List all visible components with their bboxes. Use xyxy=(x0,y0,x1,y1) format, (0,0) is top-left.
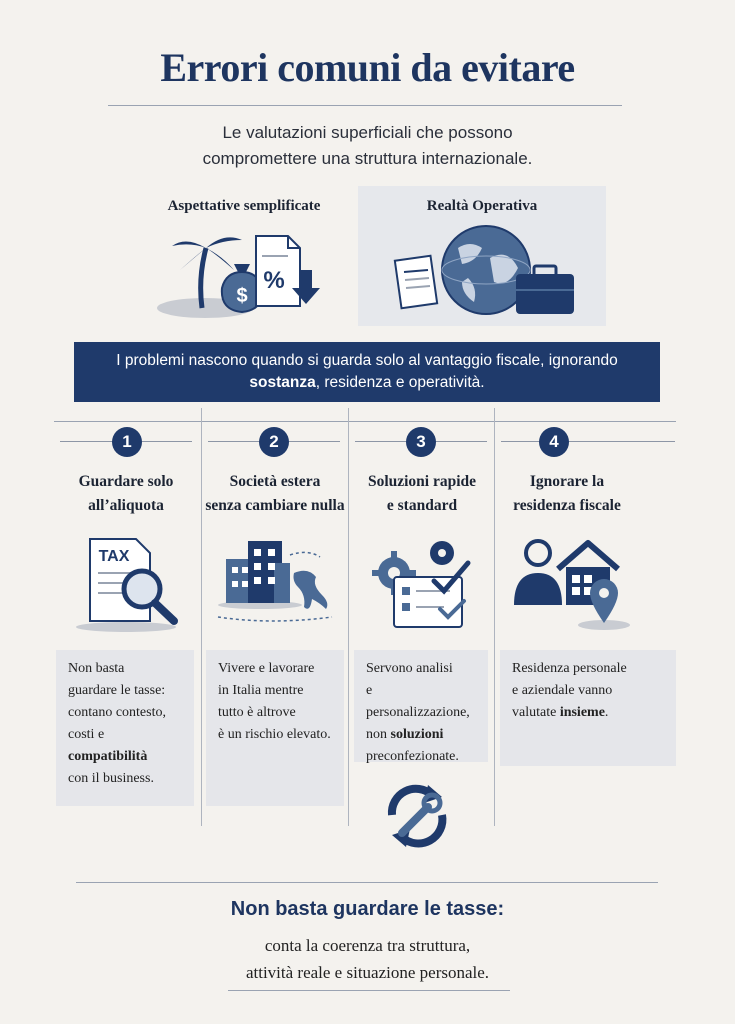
step-4-title: Ignorare la residenza fiscale xyxy=(498,470,636,518)
step-2-title-line-1: Società estera xyxy=(229,473,321,490)
step-1-desc-bold: compatibilità xyxy=(68,749,148,764)
step-2-desc-line: in Italia mentre xyxy=(218,683,304,698)
location-pin-icon xyxy=(590,579,618,623)
buildings-italy-map-icon xyxy=(217,541,333,622)
step-1-title-line-2: all’aliquota xyxy=(88,497,164,514)
step-4-badge: 4 xyxy=(539,427,569,457)
step-4-line xyxy=(501,441,675,442)
tax-label: TAX xyxy=(99,548,130,565)
money-symbol: $ xyxy=(236,285,247,307)
gear-icon xyxy=(430,541,454,565)
step-3-desc-end: preconfezionate. xyxy=(366,749,459,764)
column-divider-2 xyxy=(348,408,349,826)
step-3-desc-line: e personalizzazione, xyxy=(366,683,470,720)
step-4-desc-line: Residenza personale xyxy=(512,661,627,676)
banner-line-2-rest: , residenza e operatività. xyxy=(315,374,485,391)
title-divider xyxy=(108,105,622,106)
arrow-down-icon xyxy=(292,270,320,304)
footer-divider xyxy=(76,882,658,883)
footer-title: Non basta guardare le tasse: xyxy=(230,898,505,920)
person-house-location-icon xyxy=(514,539,630,630)
step-2-badge: 2 xyxy=(259,427,289,457)
reality-panel: Realtà Operativa xyxy=(358,186,606,326)
percent-symbol: % xyxy=(263,267,284,294)
step-3-title-line-1: Soluzioni rapide xyxy=(367,473,477,490)
step-3-desc-line: Servono analisi xyxy=(366,661,453,676)
subtitle-line-2: compromettere una struttura internaziona… xyxy=(202,149,533,168)
step-1-desc-line: Non basta xyxy=(68,661,125,676)
person-icon xyxy=(514,539,562,605)
step-2-title: Società estera senza cambiare nulla xyxy=(204,470,346,518)
step-3-desc-prefix: non xyxy=(366,727,391,742)
gears-checklist-icon xyxy=(372,541,471,628)
step-1-desc-line: costi e xyxy=(68,727,105,742)
step-4-title-line-1: Ignorare la xyxy=(529,473,605,490)
footer-line-2: attività reale e situazione personale. xyxy=(245,963,490,982)
step-1-badge: 1 xyxy=(112,427,142,457)
expectations-panel: Aspettative semplificate $ % xyxy=(150,186,338,326)
expectations-title: Aspettative semplificate xyxy=(167,198,321,214)
page-title: Errori comuni da evitare xyxy=(160,45,575,90)
footer-line-1: conta la coerenza tra struttura, xyxy=(264,936,471,955)
reality-title: Realtà Operativa xyxy=(426,198,538,214)
cycle-wrench-icon xyxy=(387,784,447,848)
step-3-title: Soluzioni rapide e standard xyxy=(352,470,492,518)
steps-top-divider xyxy=(54,421,676,422)
step-4-desc-line: e aziendale vanno xyxy=(512,683,613,698)
globe-icon xyxy=(441,225,531,315)
step-2-desc-line: è un rischio elevato. xyxy=(218,727,331,742)
step-4-desc-end: . xyxy=(604,705,609,720)
column-divider-1 xyxy=(201,408,202,826)
step-3-description: Servono analisi e personalizzazione, non… xyxy=(354,650,488,764)
footer-underline xyxy=(228,990,510,991)
tax-magnifier-icon: TAX xyxy=(76,538,178,632)
footer-text: conta la coerenza tra struttura, attivit… xyxy=(0,932,735,986)
step-3-badge: 3 xyxy=(406,427,436,457)
beach-tax-illustration: $ % xyxy=(157,235,320,318)
briefcase-icon xyxy=(516,264,574,314)
step-4-desc-bold: insieme xyxy=(559,705,605,720)
step-2-desc-line: Vivere e lavorare xyxy=(218,661,315,676)
step-1-desc-line: guardare le tasse: xyxy=(68,683,166,698)
step-1-title: Guardare solo all’aliquota xyxy=(56,470,196,518)
globe-business-illustration xyxy=(393,225,574,315)
step-1-title-line-1: Guardare solo xyxy=(78,473,174,490)
banner-line-2: sostanza, residenza e operatività. xyxy=(74,372,660,394)
column-divider-3 xyxy=(494,408,495,826)
key-message-banner: I problemi nascono quando si guarda solo… xyxy=(74,342,660,402)
step-2-desc-line: tutto è altrove xyxy=(218,705,296,720)
step-3-desc-bold: soluzioni xyxy=(390,727,444,742)
step-4-desc-prefix: valutate xyxy=(512,705,560,720)
step-1-desc-end: con il business. xyxy=(68,771,154,786)
page-subtitle: Le valutazioni superficiali che possono … xyxy=(120,120,615,172)
step-1-description: Non basta guardare le tasse: contano con… xyxy=(56,650,194,806)
banner-line-1: I problemi nascono quando si guarda solo… xyxy=(116,352,618,369)
step-2-description: Vivere e lavorare in Italia mentre tutto… xyxy=(206,650,344,806)
step-3-title-line-2: e standard xyxy=(386,497,458,514)
tax-document-icon: % xyxy=(255,235,301,307)
subtitle-line-1: Le valutazioni superficiali che possono xyxy=(222,123,513,142)
document-icon xyxy=(393,254,439,310)
step-1-desc-line: contano contesto, xyxy=(68,705,166,720)
step-4-title-line-2: residenza fiscale xyxy=(513,497,621,514)
banner-bold-word: sostanza xyxy=(249,374,316,391)
step-4-description: Residenza personale e aziendale vanno va… xyxy=(500,650,676,766)
step-2-title-line-2: senza cambiare nulla xyxy=(205,497,345,514)
